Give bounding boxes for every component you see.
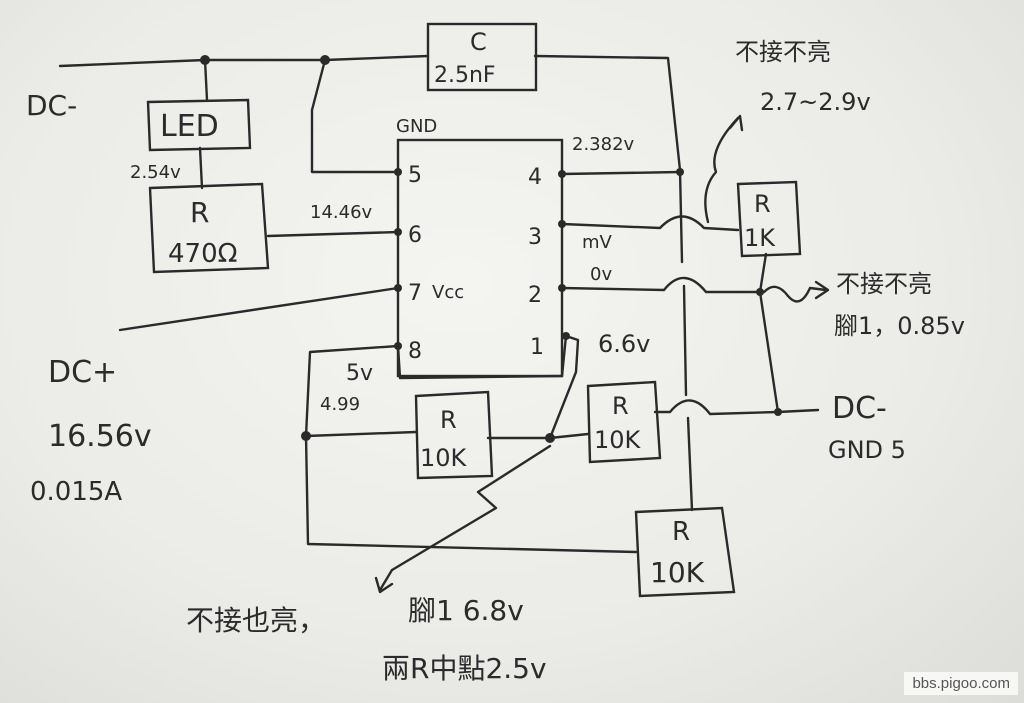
wire-r10ka-r10kb (486, 432, 590, 440)
bottom-note-2-label: 腳1 6.8v (408, 594, 524, 627)
pin6-voltage-label: 14.46v (310, 202, 373, 223)
r10k-b-name-label: R (612, 392, 629, 420)
arrow-to-bottom-note (378, 444, 552, 592)
watermark: bbs.pigoo.com (904, 672, 1018, 695)
junctions (200, 55, 782, 443)
pin3-label: 3 (528, 225, 542, 250)
gnd-label: GND (396, 116, 437, 137)
cap-value-label: 2.5nF (434, 63, 496, 88)
wire-right-vertical-b (682, 284, 688, 397)
dc-plus-voltage-label: 16.56v (48, 419, 152, 454)
annotation-arrows (374, 114, 830, 594)
wire-right-vertical-c (686, 416, 694, 512)
r10k-b-box (586, 380, 662, 464)
bottom-note-3-label: 兩R中點2.5v (382, 652, 547, 685)
led-label: LED (160, 109, 219, 144)
r10k-c-name-label: R (672, 517, 690, 547)
arrow-to-range (704, 116, 740, 224)
cap-name-label: C (470, 28, 487, 56)
r1k-value-label: 1K (744, 224, 776, 252)
r10k-c-value-label: 10K (650, 556, 705, 589)
wire-rail-led (203, 58, 209, 102)
arrowhead-3 (374, 576, 394, 594)
pin2-voltage-label: 0v (590, 264, 612, 285)
r10k-a-box (414, 390, 494, 480)
pin7-label: 7 (408, 281, 422, 306)
vcc-label: Vcc (432, 282, 464, 303)
led-box (146, 98, 252, 152)
dc-minus-right-label: DC- (832, 391, 887, 426)
wire-top-rail-left (58, 54, 430, 68)
arrowhead-1 (728, 114, 744, 132)
bottom-note-1-label: 不接也亮， (186, 604, 326, 637)
range-1-label: 2.7~2.9v (760, 88, 871, 116)
labels: DC- LED 2.54v R 470Ω C 2.5nF GND 2.382v … (26, 28, 965, 685)
r10k-a-value-label: 10K (420, 444, 468, 472)
pin6-label: 6 (408, 223, 422, 248)
wire-r470-pin6 (266, 230, 400, 238)
node-voltage-label: 4.99 (320, 394, 360, 415)
pin5-label: 5 (408, 163, 422, 188)
arrowhead-2 (814, 280, 830, 300)
pin1-voltage-label: 6.6v (598, 330, 650, 358)
wire-pin8-left (304, 344, 400, 438)
wire-left-bottom (304, 434, 638, 554)
wire-pin3-r1k (560, 215, 740, 232)
components (146, 22, 802, 598)
gnd5-label: GND 5 (828, 436, 906, 464)
wire-pin2 (560, 276, 762, 294)
pin2-label: 2 (528, 283, 542, 308)
capacitor-box (426, 22, 538, 92)
dc-plus-label: DC+ (48, 355, 117, 390)
wire-dc-minus-right (653, 399, 820, 416)
pin8-voltage-label: 5v (346, 361, 373, 386)
no-connect-2-label: 不接不亮 (836, 270, 932, 298)
wire-led-r470 (198, 146, 204, 190)
dc-minus-left-label: DC- (26, 89, 77, 122)
wire-dcplus-pin7 (118, 286, 400, 332)
r10k-b-value-label: 10K (594, 426, 642, 454)
r10k-a-name-label: R (440, 406, 457, 434)
pin3-voltage-label: mV (582, 232, 613, 253)
pin1-note-label: 腳1，0.85v (834, 312, 965, 340)
wire-pin1-node (548, 334, 580, 440)
no-connect-1-label: 不接不亮 (735, 38, 831, 66)
ic-body (396, 138, 564, 378)
wire-node-r10ka (304, 430, 418, 438)
dc-plus-current-label: 0.015A (30, 477, 122, 507)
r1k-box (736, 180, 802, 258)
r1k-name-label: R (754, 190, 771, 218)
wire-pin4 (560, 170, 682, 176)
wire-r1k-down (758, 252, 780, 414)
pin8-label: 8 (408, 339, 422, 364)
pin4-label: 4 (528, 165, 542, 190)
r470-name-label: R (190, 196, 209, 229)
pin4-voltage-label: 2.382v (572, 134, 635, 155)
arrow-to-note2 (762, 285, 828, 303)
r470-box (148, 182, 270, 274)
wire-rail-pin5 (310, 58, 400, 174)
led-voltage-label: 2.54v (130, 162, 181, 183)
r10k-c-box (634, 506, 736, 598)
r470-value-label: 470Ω (168, 239, 238, 269)
wire-top-rail-right (533, 54, 682, 172)
pin1-label: 1 (530, 335, 544, 360)
